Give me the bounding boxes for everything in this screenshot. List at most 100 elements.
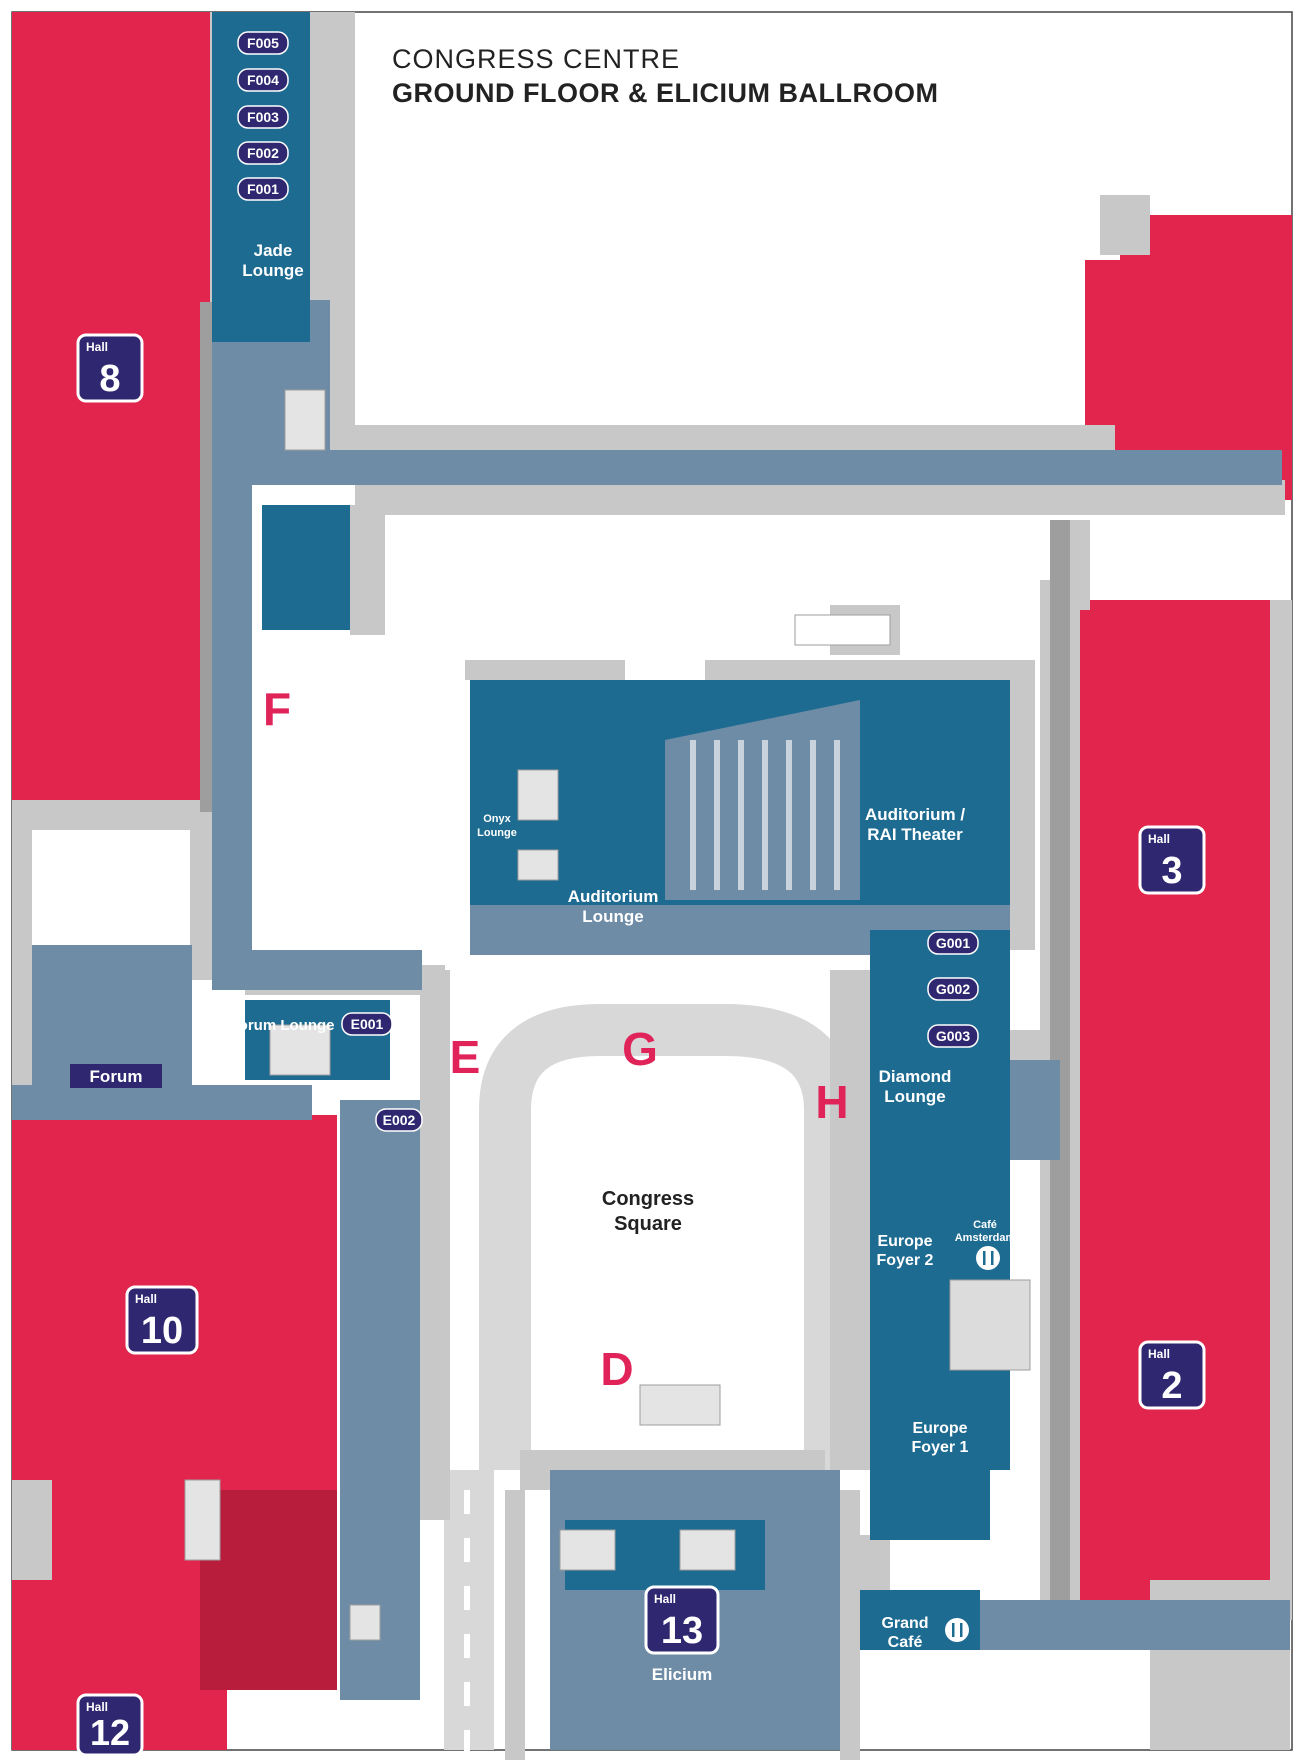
seat-row <box>786 740 792 890</box>
hall-8-area <box>12 12 212 802</box>
wall <box>420 970 450 1520</box>
hall-8-badge-label: Hall <box>86 340 108 354</box>
wall <box>1100 195 1150 255</box>
room-f002-badge <box>237 141 289 165</box>
stairs <box>184 1479 221 1561</box>
auditorium-label: Auditorium / <box>865 805 965 824</box>
road-marking <box>464 1586 470 1610</box>
onyx-lounge-label: Onyx <box>483 813 511 825</box>
seat-row <box>714 740 720 890</box>
room-f003-label: F003 <box>247 109 279 125</box>
corridor-hall10 <box>340 1100 420 1700</box>
hall-13-badge: Hall 13 <box>644 1585 720 1655</box>
stairs <box>517 849 559 881</box>
wall <box>12 820 32 1120</box>
hall-2-badge-box <box>1138 1340 1206 1410</box>
onyx-lounge-label: Lounge <box>477 827 517 839</box>
cafe-amsterdam-label: Amsterdam <box>955 1232 1016 1244</box>
corridor-west <box>212 430 252 990</box>
road-marking <box>464 1538 470 1562</box>
diamond-europe-foyer <box>870 930 1010 1470</box>
room-e001-label: E001 <box>351 1016 384 1032</box>
wall <box>465 660 625 680</box>
wall <box>350 505 385 635</box>
diamond-lounge-label: Diamond <box>879 1067 952 1086</box>
hall-10-badge-label: Hall <box>135 1292 157 1306</box>
auditorium-lounge-label: Lounge <box>582 907 643 926</box>
auditorium-lounge-label: Auditorium <box>568 887 659 906</box>
room-f004-badge <box>237 68 289 92</box>
auditorium-label: RAI Theater <box>867 825 963 844</box>
hall-3-badge-number: 3 <box>1161 850 1182 892</box>
stairs <box>269 1024 331 1076</box>
road-marking <box>464 1682 470 1706</box>
hall-13-badge-number: 13 <box>661 1610 703 1652</box>
corridor-forum-south <box>12 1085 312 1120</box>
hall-10-badge-number: 10 <box>141 1310 183 1352</box>
forum-label-box <box>70 1064 162 1088</box>
fork-icon <box>983 1251 986 1265</box>
wall <box>1010 660 1035 950</box>
room-e002-label: E002 <box>383 1112 416 1128</box>
jade-lounge-label: Jade <box>254 241 293 260</box>
europe-foyer-1-lower <box>870 1470 990 1540</box>
stairs <box>517 769 559 821</box>
europe-foyer-2-label: Europe <box>877 1233 932 1250</box>
knife-icon <box>991 1251 994 1265</box>
seat-row <box>690 740 696 890</box>
room-g003-label: G003 <box>936 1028 970 1044</box>
cafe-amsterdam-label: Café <box>973 1219 997 1231</box>
hall-12-inner <box>200 1490 337 1690</box>
hall-12-badge-label: Hall <box>86 1700 108 1714</box>
stairs <box>284 389 326 451</box>
hall-2-badge-number: 2 <box>1161 1365 1182 1407</box>
room-e002-badge <box>375 1108 423 1132</box>
congress-square-road <box>479 1004 856 1470</box>
wall <box>12 1480 52 1580</box>
hall-13-badge-label: Hall <box>654 1592 676 1606</box>
room-f002-label: F002 <box>247 145 279 161</box>
entrance-g-label: G <box>622 1023 658 1075</box>
room-f001-label: F001 <box>247 181 279 197</box>
room-g001-badge <box>927 931 979 955</box>
corridor-main <box>212 450 1282 485</box>
forum-label: Forum <box>90 1067 143 1086</box>
hall-10-badge-box <box>125 1285 199 1355</box>
congress-square-label: Square <box>614 1213 682 1235</box>
room-f-passage <box>262 505 350 630</box>
congress-square-label: Congress <box>602 1188 694 1210</box>
entrance-d-label: D <box>600 1343 633 1395</box>
hall-3-badge: Hall 3 <box>1138 825 1206 895</box>
europe-foyer-2-label: Foyer 2 <box>877 1252 934 1269</box>
hall-3-badge-label: Hall <box>1148 832 1170 846</box>
entrance-e-label: E <box>450 1031 481 1083</box>
restaurant-icon <box>945 1618 969 1642</box>
stairs <box>349 1604 381 1641</box>
hall-10-badge: Hall 10 <box>125 1285 199 1355</box>
road-marking <box>464 1634 470 1658</box>
hall-4-area <box>1085 215 1292 500</box>
jade-lounge-label: Lounge <box>242 261 303 280</box>
room-g001-label: G001 <box>936 935 970 951</box>
room-g002-badge <box>927 977 979 1001</box>
room-f005-label: F005 <box>247 35 279 51</box>
seat-row <box>834 740 840 890</box>
wall <box>355 480 1285 515</box>
room-g002-label: G002 <box>936 981 970 997</box>
fork-icon <box>952 1623 955 1637</box>
entrance-f-label: F <box>263 683 291 735</box>
hall-13-badge-box <box>644 1585 720 1655</box>
grand-cafe-label: Grand <box>881 1615 928 1632</box>
wall <box>1270 600 1292 1620</box>
stairs <box>639 1384 721 1426</box>
map-title-building: CONGRESS CENTRE <box>392 44 681 74</box>
stairs <box>679 1529 736 1571</box>
stairs <box>559 1529 616 1571</box>
room-e001-badge <box>341 1012 393 1036</box>
entrance-h-label: H <box>815 1076 848 1128</box>
restaurant-icon <box>976 1246 1000 1270</box>
seat-row <box>738 740 744 890</box>
wall <box>190 820 215 980</box>
